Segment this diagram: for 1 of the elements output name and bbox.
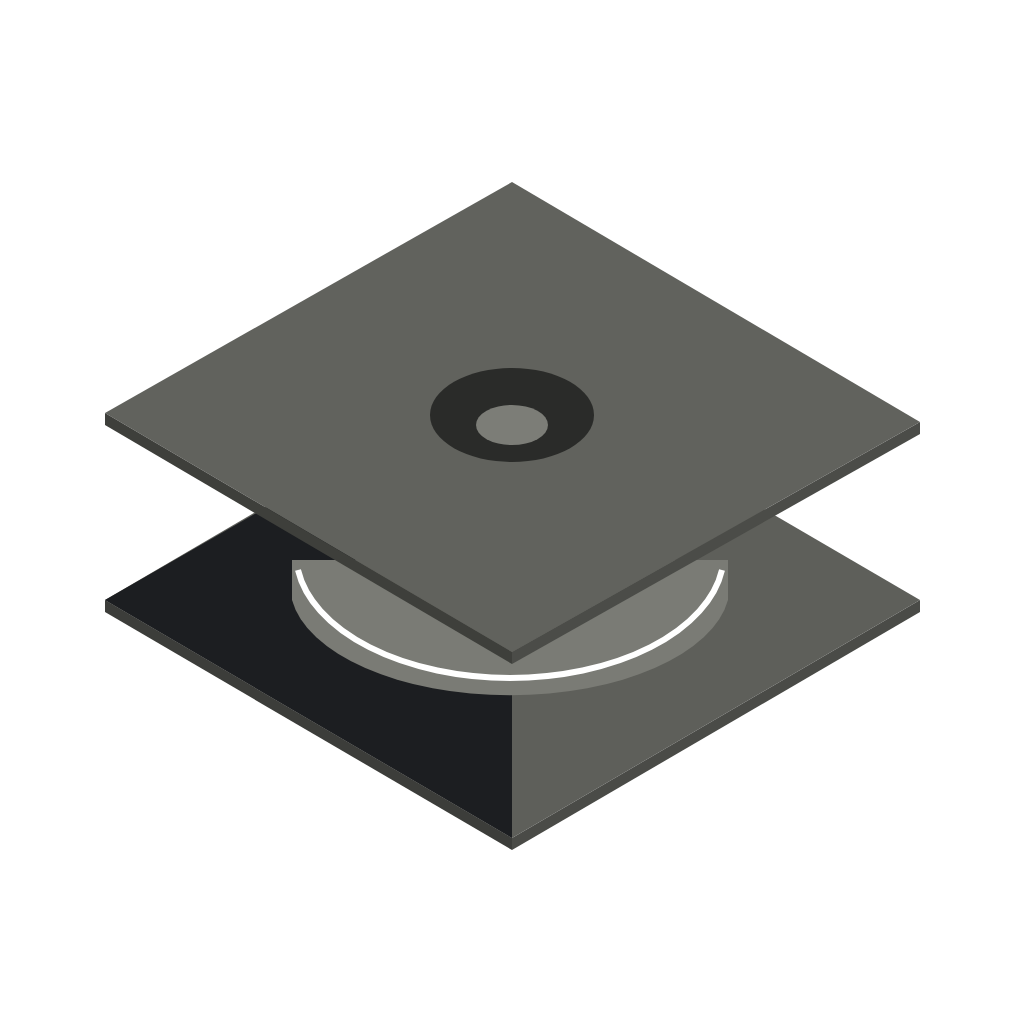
bearing-drawing xyxy=(105,182,920,850)
